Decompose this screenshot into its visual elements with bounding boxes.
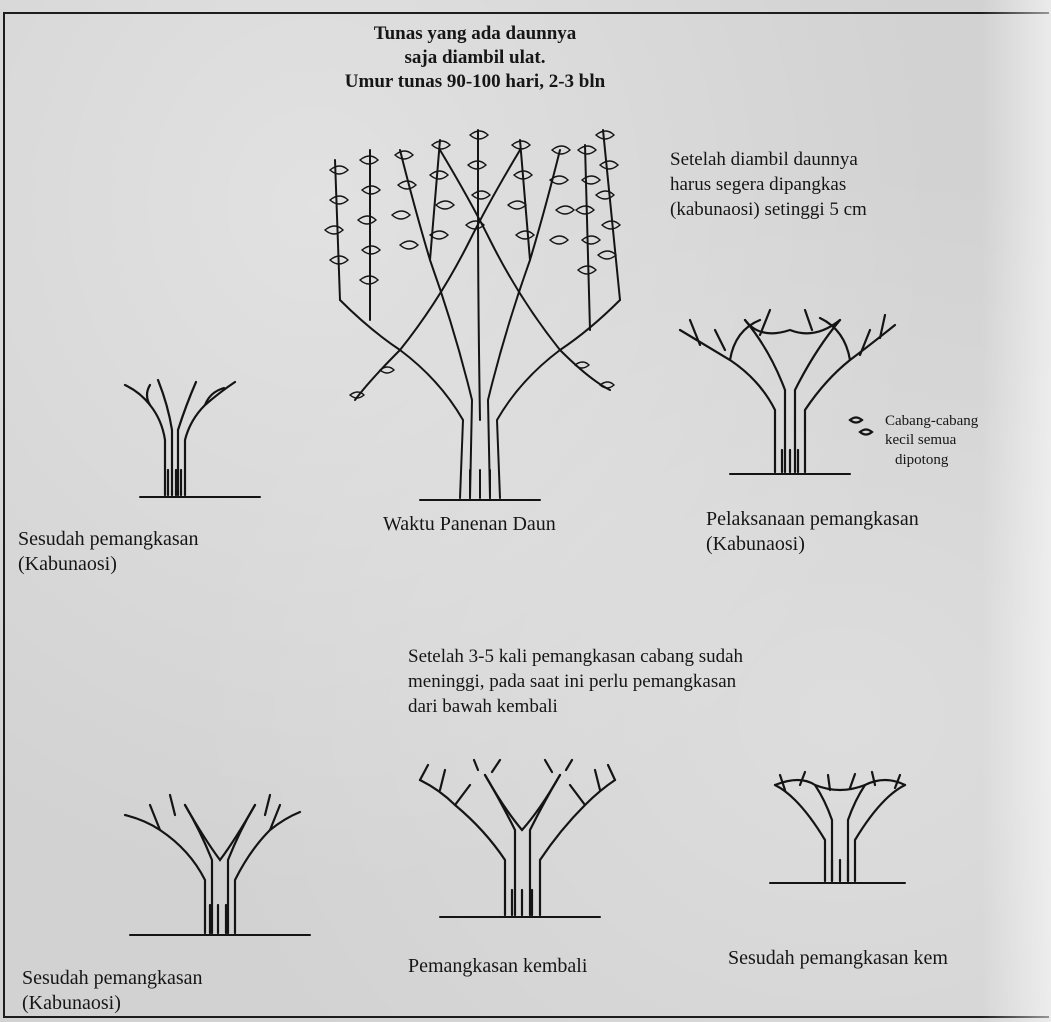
pruned-tree-bottom-left bbox=[125, 795, 300, 933]
after-pruning-left-line1: Sesudah pemangkasan bbox=[18, 527, 199, 551]
after-leaves-line1: Setelah diambil daunnya bbox=[670, 148, 858, 172]
pruning-tree-right bbox=[680, 310, 895, 472]
branches-note-line1: Cabang-cabang bbox=[885, 412, 978, 431]
top-caption-line3: Umur tunas 90-100 hari, 2-3 bln bbox=[325, 70, 625, 94]
after-leaves-line3: (kabunaosi) setinggi 5 cm bbox=[670, 198, 867, 222]
repruned-tree-bottom-middle bbox=[420, 760, 615, 915]
after-leaves-line2: harus segera dipangkas bbox=[670, 173, 846, 197]
bottom-left-line2: (Kabunaosi) bbox=[22, 991, 121, 1015]
middle-note-line2: meninggi, pada saat ini perlu pemangkasa… bbox=[408, 670, 736, 694]
middle-note-line1: Setelah 3-5 kali pemangkasan cabang suda… bbox=[408, 645, 743, 669]
harvest-time-label: Waktu Panenan Daun bbox=[383, 512, 556, 536]
branches-note-line2: kecil semua bbox=[885, 431, 956, 450]
top-caption-line2: saja diambil ulat. bbox=[325, 46, 625, 70]
pruned-tree-bottom-right bbox=[775, 772, 905, 881]
pruned-tree-left bbox=[125, 380, 235, 495]
top-caption-line1: Tunas yang ada daunnya bbox=[325, 22, 625, 46]
branches-note-line3: dipotong bbox=[895, 451, 948, 470]
bottom-left-line1: Sesudah pemangkasan bbox=[22, 966, 203, 990]
pruning-execution-line2: (Kabunaosi) bbox=[706, 532, 805, 556]
bottom-middle-label: Pemangkasan kembali bbox=[408, 954, 587, 978]
after-pruning-left-line2: (Kabunaosi) bbox=[18, 552, 117, 576]
middle-note-line3: dari bawah kembali bbox=[408, 695, 558, 719]
page-edge-shade bbox=[981, 0, 1051, 1022]
pruning-execution-line1: Pelaksanaan pemangkasan bbox=[706, 507, 919, 531]
bottom-right-label: Sesudah pemangkasan kem bbox=[728, 946, 948, 970]
leafy-tree-centre bbox=[335, 130, 620, 498]
